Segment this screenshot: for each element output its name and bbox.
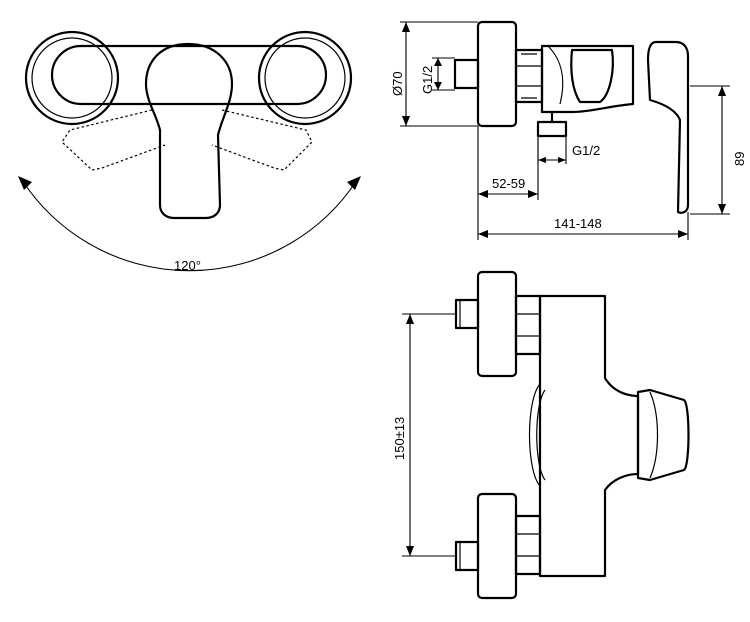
top-nut-lower [514,514,542,576]
top-body-contour [528,383,541,487]
rotation-arrow-left [18,176,32,190]
dim-handle-height: 89 [690,85,747,215]
dim-thread-inlet: G1/2 [420,57,455,94]
side-outlet [536,120,568,138]
top-view: 150±13 [392,270,690,600]
dim-diameter: Ø70 [390,21,478,127]
svg-text:G1/2: G1/2 [420,66,435,94]
top-body [538,294,640,578]
svg-text:G1/2: G1/2 [572,143,600,158]
side-body-taper [570,48,614,104]
angle-label: 120° [174,258,201,273]
rotation-arc [21,179,358,272]
front-left-rosette [24,30,120,126]
front-handle-rotated-left [61,109,166,171]
top-pipe-upper [454,298,480,330]
top-rosette-upper [476,270,518,378]
front-handle [144,42,234,220]
rotation-arrow-right [347,176,361,190]
front-body-bar [50,44,328,106]
top-pipe-lower [454,540,480,572]
front-right-rosette [257,30,353,126]
svg-text:89: 89 [732,152,747,166]
side-handle [646,40,690,214]
top-nut-upper [514,294,542,356]
dim-center-distance: 150±13 [392,313,456,557]
side-inlet-pipe [453,58,480,90]
svg-text:52-59: 52-59 [492,176,525,191]
svg-text:150±13: 150±13 [392,417,407,460]
svg-text:141-148: 141-148 [554,216,602,231]
dim-depth: 52-59 [477,126,539,240]
side-rosette [476,20,518,128]
side-body-inner [547,45,564,105]
dim-thread-outlet: G1/2 [537,136,600,164]
svg-text:Ø70: Ø70 [390,71,405,96]
dim-total-length: 141-148 [478,212,689,240]
side-view: Ø70 G1/2 G1/2 52-59 [390,20,747,240]
top-handle [636,388,690,482]
top-rosette-lower [476,492,518,600]
front-handle-rotated-right [211,109,313,171]
side-body [540,44,635,114]
side-hex-nut [514,48,544,104]
front-view: 120° [18,30,361,273]
